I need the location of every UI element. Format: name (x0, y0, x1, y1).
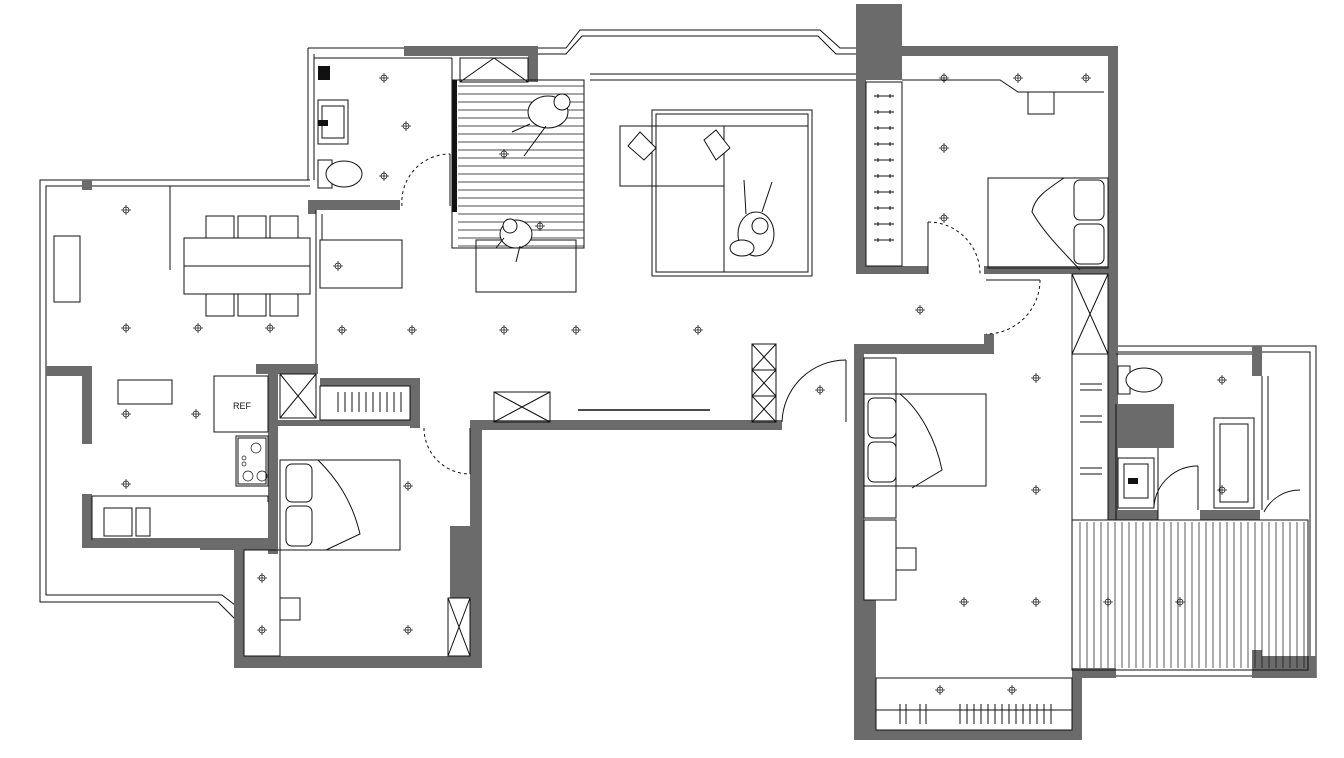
toilet-icon (1117, 365, 1163, 395)
ceiling-light-icon (939, 143, 949, 153)
toilet-icon (317, 159, 363, 189)
dining-kitchen: REF (53, 186, 311, 540)
ceiling-light-icon (379, 171, 389, 181)
ceiling-light-icon (121, 323, 131, 333)
ceiling-light-icon (379, 73, 389, 83)
chair-icon (627, 129, 731, 161)
ceiling-light-icon (939, 213, 949, 223)
ceiling-light-icon (1031, 597, 1041, 607)
ceiling-light-icon (193, 323, 203, 333)
bedroom-2 (243, 392, 402, 657)
stove-icon (235, 435, 269, 487)
doors (401, 153, 1301, 513)
shaft-corridor (493, 391, 551, 423)
slatted-platform (451, 79, 585, 249)
ceiling-light-icon (403, 481, 413, 491)
bedroom-3 (863, 393, 1052, 724)
ceiling-light-icon (257, 625, 267, 635)
ceiling-light-icon (939, 73, 949, 83)
shaft-top (459, 57, 529, 83)
kitchen-island (117, 379, 173, 405)
ceiling-light-icon (265, 323, 275, 333)
ceiling-light-icon (1217, 375, 1227, 385)
rug (651, 109, 813, 277)
closet-bathroom (1080, 383, 1102, 475)
chair (279, 597, 301, 621)
balcony-deck (1071, 519, 1309, 671)
vanity-stool (1027, 91, 1055, 115)
ceiling-light-icon (1013, 73, 1023, 83)
sink-icon (317, 99, 349, 145)
ceiling-light-icon (571, 325, 581, 335)
ceiling-light-icon (1217, 485, 1227, 495)
ceiling-light-icon (1103, 597, 1113, 607)
ceiling-light-icon (121, 479, 131, 489)
ceiling-light-icon (403, 625, 413, 635)
bed-icon (863, 393, 987, 489)
ceiling-light-icon (121, 205, 131, 215)
sideboard (53, 235, 81, 303)
sink-icon (1117, 457, 1155, 509)
refrigerator-label: REF (233, 401, 252, 411)
ceiling-light-icon (257, 573, 267, 583)
master-bedroom (865, 81, 1109, 271)
ceiling-light-icon (499, 149, 509, 159)
closet-bedroom-2 (337, 392, 402, 412)
ceiling-light-icon (1031, 373, 1041, 383)
bathtub-icon (1213, 417, 1255, 509)
shafts (279, 57, 777, 657)
ceiling-light-icon (121, 409, 131, 419)
closet-bottom (899, 704, 1052, 724)
ceiling-light-icon (935, 685, 945, 695)
ceiling-light-icon (333, 261, 343, 271)
sofa (723, 125, 809, 273)
master-bathroom (1080, 365, 1255, 509)
living-area (319, 79, 813, 293)
ceiling-light-icon (1175, 597, 1185, 607)
dining-table (183, 215, 311, 317)
ceiling-light-icon (1007, 685, 1017, 695)
shaft-bedroom2 (447, 597, 471, 657)
ceiling-light-icon (959, 597, 969, 607)
bench (319, 239, 403, 289)
walls (46, 4, 1316, 740)
ceiling-light-icon (693, 325, 703, 335)
ceiling-light-icon (535, 221, 545, 231)
kitchen-counter (91, 495, 269, 540)
ceiling-lights (121, 73, 1227, 695)
person-icon (495, 218, 533, 263)
ceiling-light-icon (401, 121, 411, 131)
ceiling-light-icon (191, 409, 201, 419)
ceiling-light-icon (407, 325, 417, 335)
person-icon (511, 93, 571, 157)
bed-icon (987, 177, 1109, 271)
person-icon (729, 179, 775, 257)
ceiling-light-icon (337, 325, 347, 335)
coffee-table (619, 125, 725, 187)
desk-chair (895, 547, 917, 571)
ceiling-light-icon (915, 305, 925, 315)
shaft-column (751, 343, 777, 423)
ceiling-light-icon (499, 325, 509, 335)
ceiling-light-icon (1031, 485, 1041, 495)
wardrobe-master (874, 94, 894, 242)
bed-icon (279, 459, 401, 551)
refrigerator (213, 375, 269, 433)
shaft-left (279, 373, 317, 419)
desk (243, 549, 281, 657)
ceiling-light-icon (1081, 73, 1091, 83)
ceiling-light-icon (815, 385, 825, 395)
bathroom-top-left (317, 66, 363, 189)
